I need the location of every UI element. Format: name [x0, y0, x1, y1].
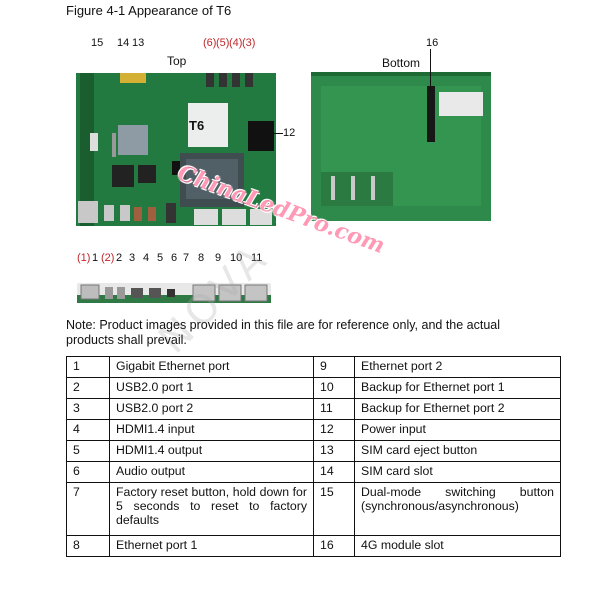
table-row: 3 USB2.0 port 2 11 Backup for Ethernet p…	[66, 398, 561, 420]
callout-16-line	[430, 49, 431, 91]
item-description: 4G module slot	[354, 535, 561, 557]
callout-6-alt: (6)	[203, 37, 217, 49]
table-row: 8 Ethernet port 1 16 4G module slot	[66, 535, 561, 557]
callout-3: 3	[129, 252, 136, 264]
item-number: 13	[313, 440, 355, 462]
item-number: 14	[313, 461, 355, 483]
callout-15: 15	[91, 37, 104, 49]
item-description: Dual-mode switching button (synchronous/…	[354, 482, 561, 536]
item-description: SIM card slot	[354, 461, 561, 483]
callout-2-alt: (2)	[101, 252, 115, 264]
item-description: Audio output	[109, 461, 314, 483]
item-description: Backup for Ethernet port 2	[354, 398, 561, 420]
item-description: HDMI1.4 input	[109, 419, 314, 441]
item-number: 4	[66, 419, 110, 441]
port-side-strip-image	[77, 283, 271, 303]
item-description: Ethernet port 2	[354, 356, 561, 378]
board-top-view-image	[76, 73, 276, 226]
callout-2: 2	[116, 252, 123, 264]
board-print-t6: T6	[189, 118, 205, 133]
callout-4: 4	[143, 252, 150, 264]
board-bottom-artwork	[311, 72, 491, 221]
item-number: 16	[313, 535, 355, 557]
item-description: Power input	[354, 419, 561, 441]
item-number: 9	[313, 356, 355, 378]
callout-13: 13	[132, 37, 145, 49]
reference-note: Note: Product images provided in this fi…	[66, 318, 501, 347]
callout-4-alt: (4)	[229, 37, 243, 49]
item-description: Gigabit Ethernet port	[109, 356, 314, 378]
item-number: 7	[66, 482, 110, 536]
callout-5: 5	[157, 252, 164, 264]
bottom-view-label: Bottom	[382, 56, 421, 70]
item-number: 11	[313, 398, 355, 420]
item-description: SIM card eject button	[354, 440, 561, 462]
top-view-label: Top	[167, 54, 187, 68]
item-number: 1	[66, 356, 110, 378]
callout-3-alt: (3)	[242, 37, 256, 49]
item-number: 5	[66, 440, 110, 462]
table-row: 4 HDMI1.4 input 12 Power input	[66, 419, 561, 441]
callout-1-alt: (1)	[77, 252, 91, 264]
table-row: 6 Audio output 14 SIM card slot	[66, 461, 561, 483]
item-number: 3	[66, 398, 110, 420]
item-number: 12	[313, 419, 355, 441]
table-row: 5 HDMI1.4 output 13 SIM card eject butto…	[66, 440, 561, 462]
callout-9: 9	[215, 252, 222, 264]
callout-5-alt: (5)	[216, 37, 230, 49]
item-description: Backup for Ethernet port 1	[354, 377, 561, 399]
item-description: USB2.0 port 1	[109, 377, 314, 399]
item-description: USB2.0 port 2	[109, 398, 314, 420]
item-number: 2	[66, 377, 110, 399]
board-bottom-view-image	[311, 72, 491, 221]
callout-14: 14	[117, 37, 130, 49]
table-row: 1 Gigabit Ethernet port 9 Ethernet port …	[66, 356, 561, 378]
item-number: 15	[313, 482, 355, 536]
item-description: HDMI1.4 output	[109, 440, 314, 462]
figure-title: Figure 4-1 Appearance of T6	[66, 3, 232, 18]
callout-11: 11	[251, 252, 263, 264]
item-description: Ethernet port 1	[109, 535, 314, 557]
port-strip-artwork	[77, 284, 271, 303]
board-top-artwork	[76, 73, 276, 226]
callout-12: 12	[283, 127, 296, 139]
item-description: Factory reset button, hold down for 5 se…	[109, 482, 314, 536]
callout-7: 7	[183, 252, 190, 264]
table-row: 2 USB2.0 port 1 10 Backup for Ethernet p…	[66, 377, 561, 399]
item-number: 6	[66, 461, 110, 483]
port-description-table: 1 Gigabit Ethernet port 9 Ethernet port …	[66, 356, 561, 557]
table-row: 7 Factory reset button, hold down for 5 …	[66, 482, 561, 536]
item-number: 10	[313, 377, 355, 399]
callout-1: 1	[92, 252, 99, 264]
item-number: 8	[66, 535, 110, 557]
callout-12-line	[269, 133, 283, 134]
callout-10: 10	[230, 252, 243, 264]
callout-8: 8	[198, 252, 205, 264]
callout-16: 16	[426, 37, 439, 49]
callout-6: 6	[171, 252, 178, 264]
